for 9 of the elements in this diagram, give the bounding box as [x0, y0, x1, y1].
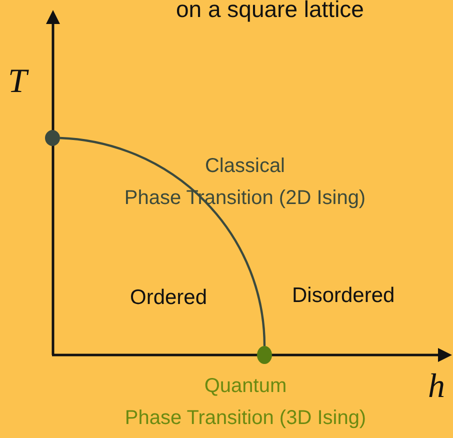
axis-label: T — [8, 62, 27, 102]
transition-label: Quantum Phase Transition (3D Ising) — [124, 374, 368, 431]
phase-label: Disordered — [292, 283, 395, 309]
critical-point-dot — [257, 346, 272, 364]
phase-label: Ordered — [130, 285, 208, 311]
axis-label: h — [428, 367, 445, 407]
diagram-title: on a square lattice — [175, 0, 365, 23]
critical-point-dot — [45, 130, 60, 146]
phase-boundary-curve — [60, 136, 266, 346]
